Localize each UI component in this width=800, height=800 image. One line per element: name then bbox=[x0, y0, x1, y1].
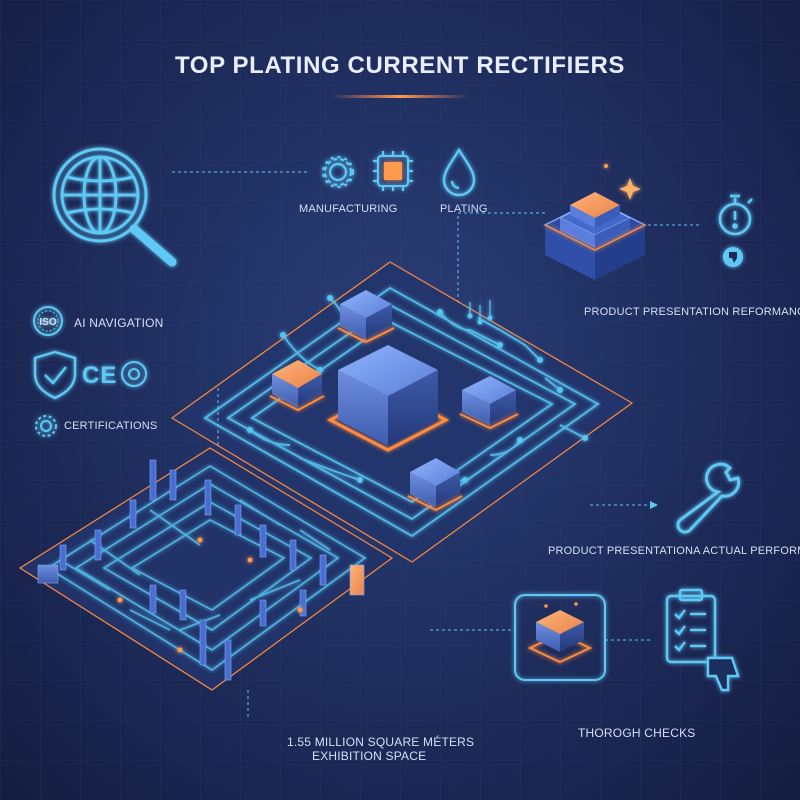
product-frame bbox=[514, 594, 606, 681]
maze-board bbox=[18, 447, 394, 691]
stopwatch-icon bbox=[718, 194, 753, 236]
ce-mark-icon: CE bbox=[82, 362, 117, 389]
certifications-label: CERTIFICATIONS bbox=[64, 420, 158, 432]
central-cube bbox=[326, 345, 450, 452]
exhibition-line2-label: EXHIBITION SPACE bbox=[312, 749, 427, 763]
connector-line bbox=[457, 212, 545, 305]
shield-check-icon bbox=[33, 350, 77, 400]
small-cube bbox=[337, 290, 395, 344]
arrow-head bbox=[650, 501, 658, 509]
gear-icon bbox=[321, 155, 355, 189]
ai-navigation-label: AI NAVIGATION bbox=[74, 316, 164, 330]
iso-badge-text: ISO bbox=[39, 317, 56, 328]
thumbs-down-icon bbox=[706, 656, 740, 692]
circuit-board bbox=[170, 261, 634, 563]
layered-chip-icon bbox=[543, 192, 647, 280]
eye-badge-icon bbox=[121, 361, 147, 387]
thorough-checks-label: THOROGH CHECKS bbox=[578, 726, 696, 740]
page-title: TOP PLATING CURRENT RECTIFIERS bbox=[174, 52, 626, 79]
globe-search-icon bbox=[52, 147, 177, 267]
small-cube bbox=[459, 376, 519, 430]
sparkle-icon bbox=[604, 164, 641, 200]
exhibition-line1-label: 1.55 MILLION SQUARE MÉTERS bbox=[287, 735, 475, 749]
ce-mark-text: CE bbox=[82, 362, 117, 389]
product-presentation-top-label: PRODUCT PRESENTATION REFORMANCS bbox=[584, 306, 800, 318]
product-presentation-mid-label: PRODUCT PRESENTATIONA ACTUAL PERFORMANCE bbox=[548, 545, 800, 557]
clipboard-checklist-icon bbox=[665, 588, 717, 664]
manufacturing-label: MANUFACTURING bbox=[299, 203, 398, 215]
framed-chip bbox=[527, 602, 593, 664]
chip-icon bbox=[373, 151, 413, 191]
small-cube bbox=[407, 458, 463, 512]
wrench-icon bbox=[676, 462, 741, 534]
title-underline bbox=[330, 95, 470, 98]
small-cube bbox=[269, 360, 325, 412]
cog-icon bbox=[35, 415, 57, 437]
iso-badge-icon: ISO bbox=[33, 306, 63, 336]
droplet-icon bbox=[442, 147, 476, 197]
thumbs-down-icon bbox=[723, 247, 743, 267]
plating-label: PLATING bbox=[440, 203, 488, 215]
